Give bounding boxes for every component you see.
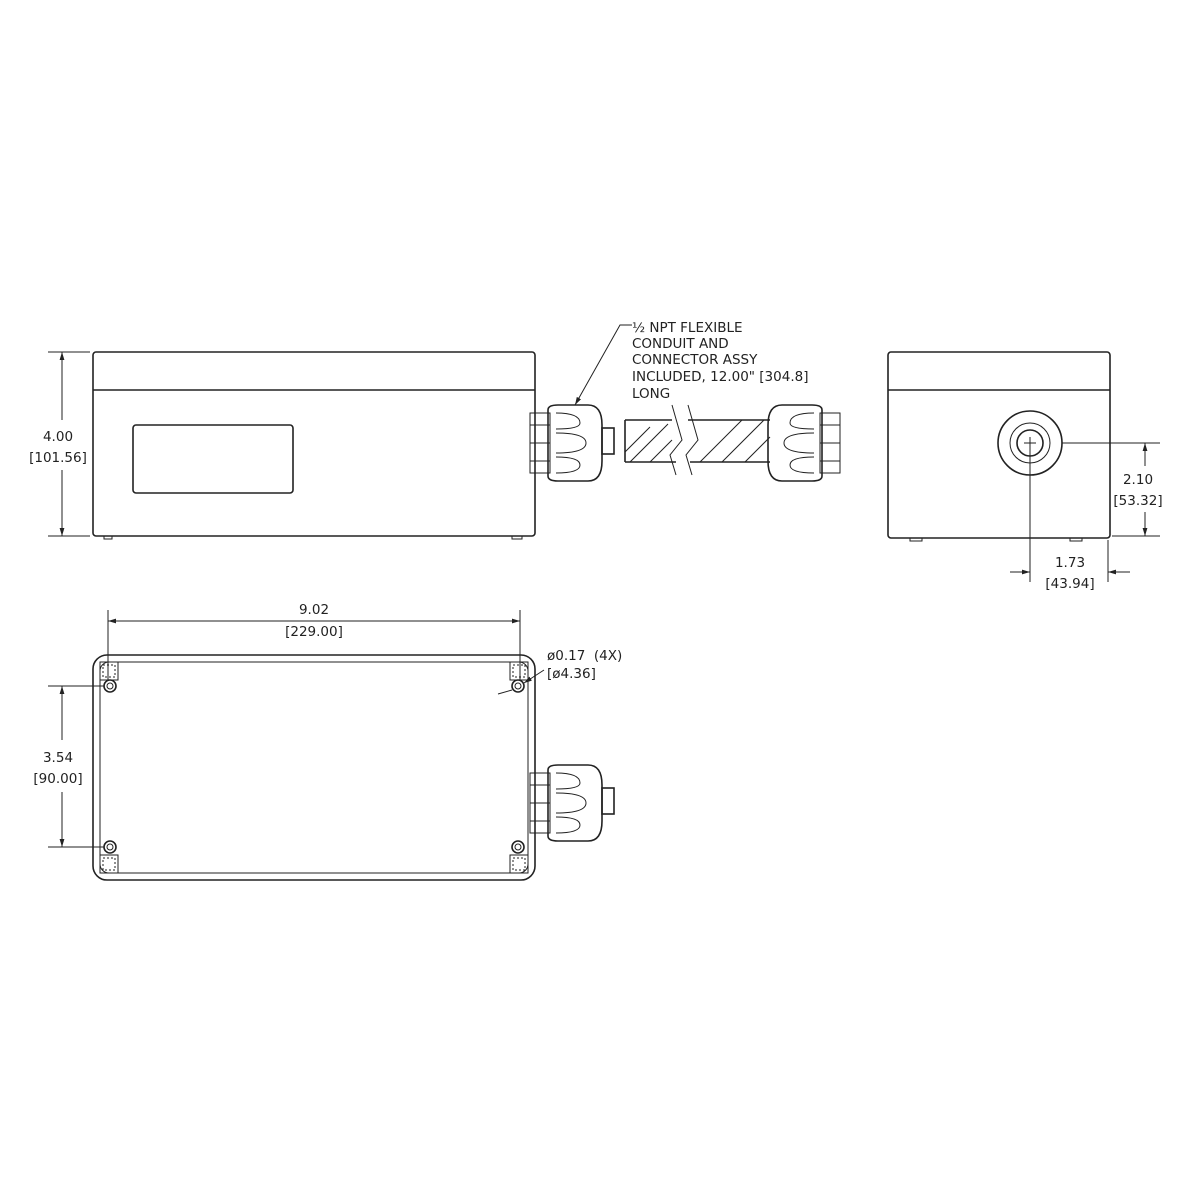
dimension-label: 1.73	[1055, 555, 1085, 571]
note-line: INCLUDED, 12.00" [304.8]	[632, 369, 808, 385]
dimension-label: 9.02	[299, 602, 329, 618]
dimension-label: 3.54	[43, 750, 73, 766]
foot	[103, 535, 113, 540]
conduit-connector-right	[767, 404, 841, 482]
connector-stub	[601, 427, 615, 455]
note-line: ½ NPT FLEXIBLE	[632, 320, 743, 336]
enclosure-side	[887, 351, 1111, 539]
note-leader	[574, 324, 632, 406]
dimension-label: [ø4.36]	[547, 666, 596, 682]
dimension-label: [101.56]	[29, 450, 87, 466]
enclosure-top	[92, 654, 536, 881]
display-window	[132, 424, 294, 494]
dimension-label: 2.10	[1123, 472, 1153, 488]
dimension-hole-spacing-x: 9.02 [229.00]	[107, 602, 521, 680]
note-line: CONNECTOR ASSY	[632, 352, 758, 368]
foot	[511, 535, 523, 540]
dimension-label: [229.00]	[285, 624, 343, 640]
dimension-hole-spacing-y: 3.54 [90.00]	[33, 685, 104, 848]
dimension-label: [43.94]	[1045, 576, 1094, 592]
mounting-hole	[103, 679, 117, 693]
note-line: CONDUIT AND	[632, 336, 729, 352]
flexible-conduit	[624, 404, 841, 482]
mounting-hole	[103, 840, 117, 854]
enclosure-body	[92, 351, 536, 537]
conduit-connector-left	[529, 404, 603, 482]
dimension-label: ø0.17 (4X)	[547, 648, 622, 664]
mounting-hole	[511, 679, 525, 693]
mounting-hole	[511, 840, 525, 854]
top-view	[92, 654, 615, 881]
dimension-label: 4.00	[43, 429, 73, 445]
dimension-height: 4.00 [101.56]	[29, 351, 90, 537]
conduit-connector-top	[529, 764, 603, 842]
dimension-label: [53.32]	[1113, 493, 1162, 509]
side-view: 2.10 [53.32] 1.73 [43.94]	[887, 351, 1163, 592]
hole-diameter-callout: ø0.17 (4X) [ø4.36]	[497, 648, 622, 695]
dimension-label: [90.00]	[33, 771, 82, 787]
front-view	[92, 351, 615, 540]
note-line: LONG	[632, 386, 670, 402]
conduit-note: ½ NPT FLEXIBLE CONDUIT AND CONNECTOR ASS…	[574, 320, 808, 406]
